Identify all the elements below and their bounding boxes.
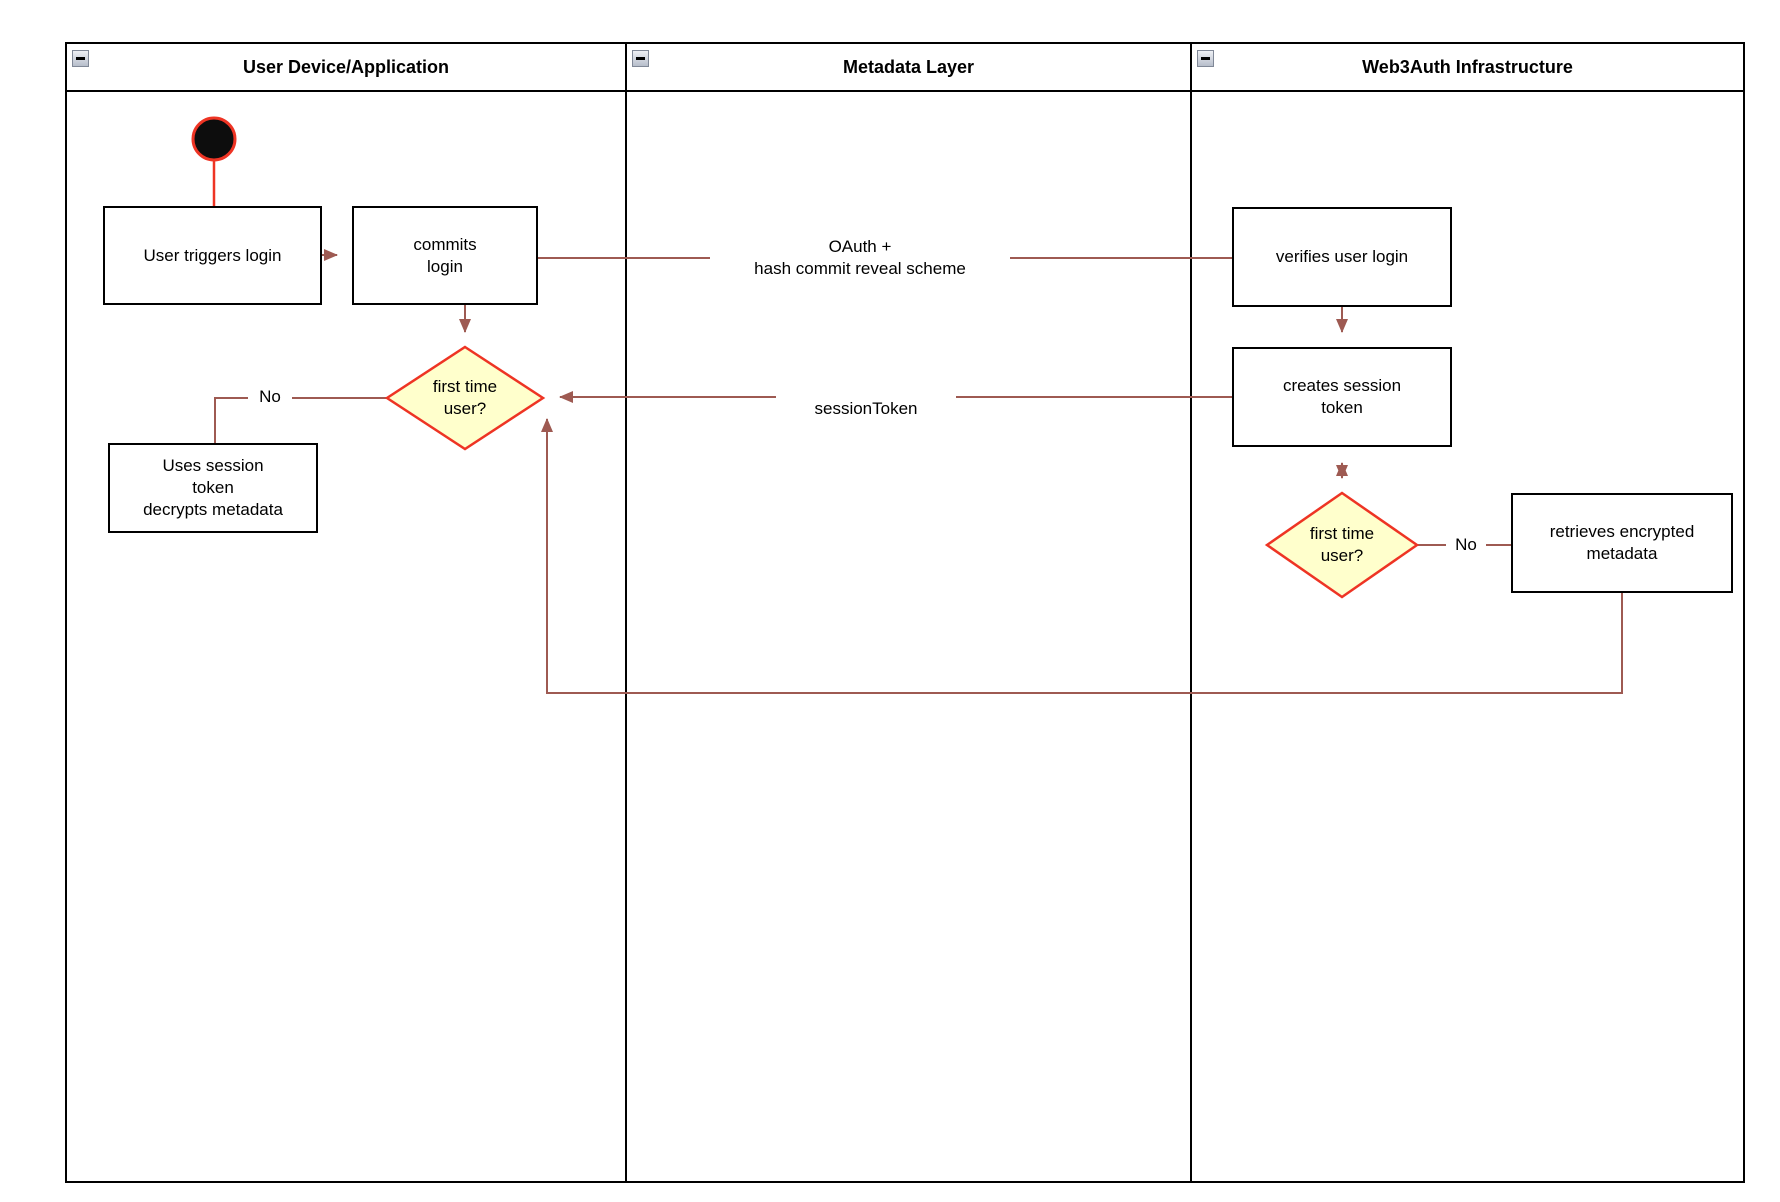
lane-header-metadata-layer: Metadata Layer [627,44,1190,92]
start-node[interactable] [191,116,237,162]
swimlane-pool: User Device/Application Metadata Layer W… [65,42,1745,1183]
lane-header-user-device: User Device/Application [67,44,625,92]
decision-label-right: first time user? [1309,524,1375,565]
decision-first-time-user-left[interactable] [384,345,546,451]
node-commits-login[interactable]: commits login [352,206,538,305]
node-creates-session-token[interactable]: creates session token [1232,347,1452,447]
lane-title: Metadata Layer [842,56,975,77]
minus-icon[interactable] [632,50,649,67]
edge-no-left [214,397,387,443]
decision-label-left: first time user? [432,377,498,418]
edge-label-session-token: sessionToken [776,391,956,420]
node-user-triggers-login[interactable]: User triggers login [103,206,322,305]
node-verifies-user-login[interactable]: verifies user login [1232,207,1452,307]
node-retrieves-encrypted-metadata[interactable]: retrieves encrypted metadata [1511,493,1733,593]
lane-title: User Device/Application [242,56,450,77]
edge-return-loop [541,418,1623,694]
lane-web3auth-infra: Web3Auth Infrastructure [1192,44,1743,1181]
lane-header-web3auth-infra: Web3Auth Infrastructure [1192,44,1743,92]
lane-title: Web3Auth Infrastructure [1362,56,1573,77]
minus-icon[interactable] [72,50,89,67]
edge-label-no-right: No [1446,534,1486,556]
edge-label-no-left: No [248,386,292,408]
minus-icon[interactable] [1197,50,1214,67]
lane-user-device: User Device/Application [67,44,627,1181]
node-uses-session-token[interactable]: Uses session token decrypts metadata [108,443,318,533]
edge-label-oauth: OAuth + hash commit reveal scheme [710,236,1010,280]
lane-metadata-layer: Metadata Layer [627,44,1192,1181]
decision-first-time-user-right[interactable] [1264,491,1420,599]
